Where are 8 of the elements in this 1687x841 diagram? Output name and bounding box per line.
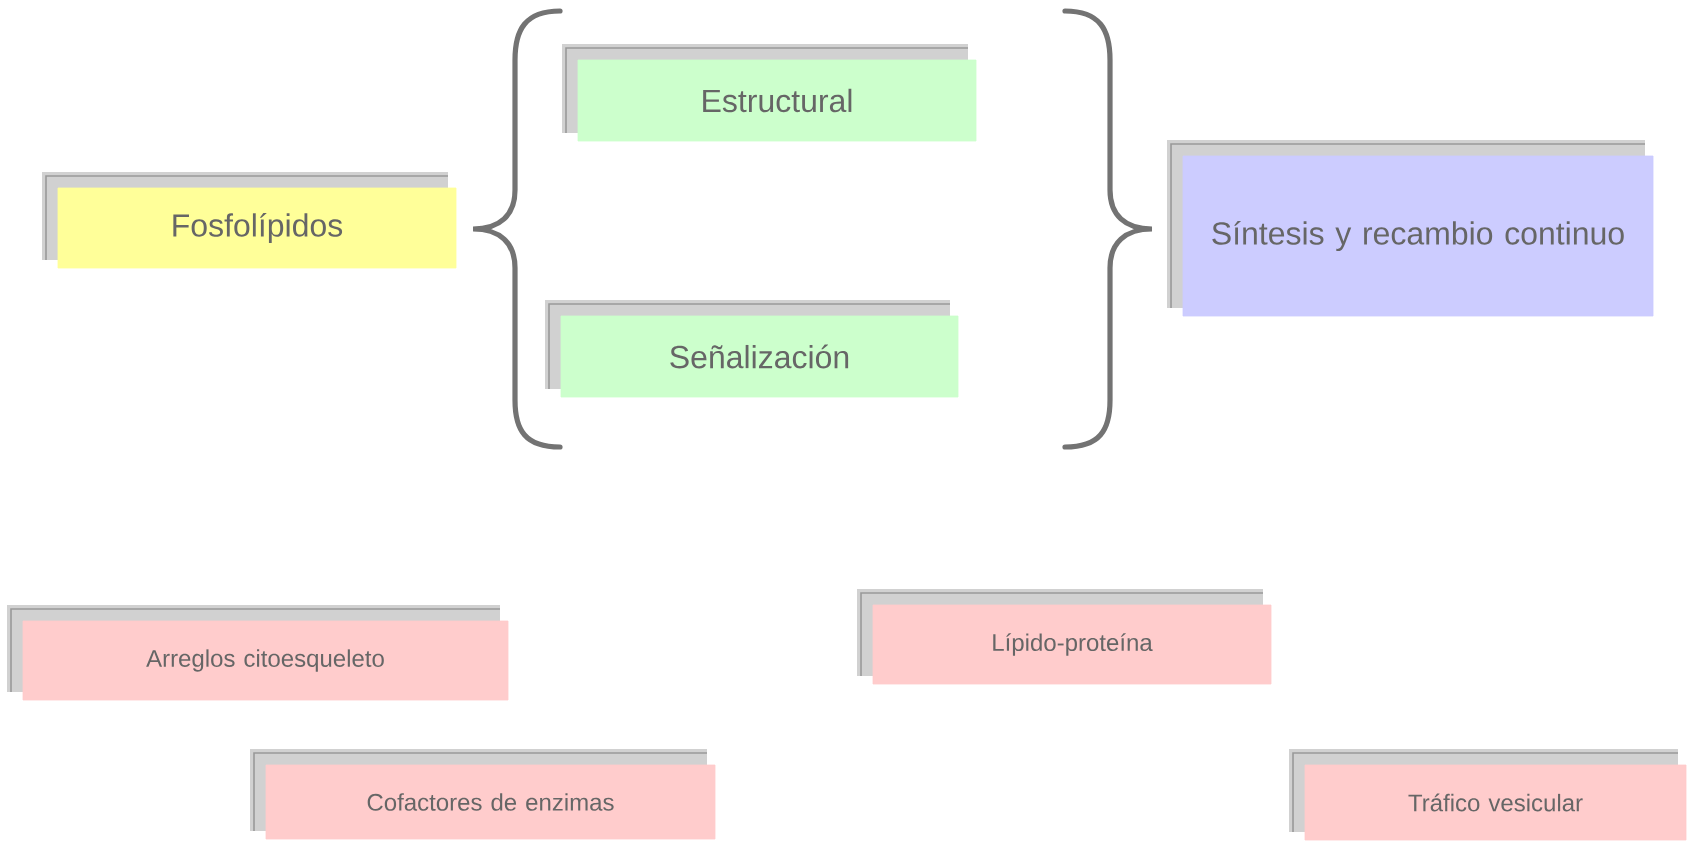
text-box: Fosfolípidos: [42, 172, 457, 269]
text-box: Lípido-proteína: [857, 589, 1272, 685]
text-box: Arreglos citoesqueleto: [7, 605, 509, 701]
text-box: Tráfico vesicular: [1289, 749, 1687, 841]
text-box: Síntesis y recambio continuo: [1167, 140, 1654, 317]
text-box: Cofactores de enzimas: [250, 749, 716, 840]
text-box: Señalización: [545, 300, 959, 398]
text-box: Estructural: [562, 44, 977, 142]
